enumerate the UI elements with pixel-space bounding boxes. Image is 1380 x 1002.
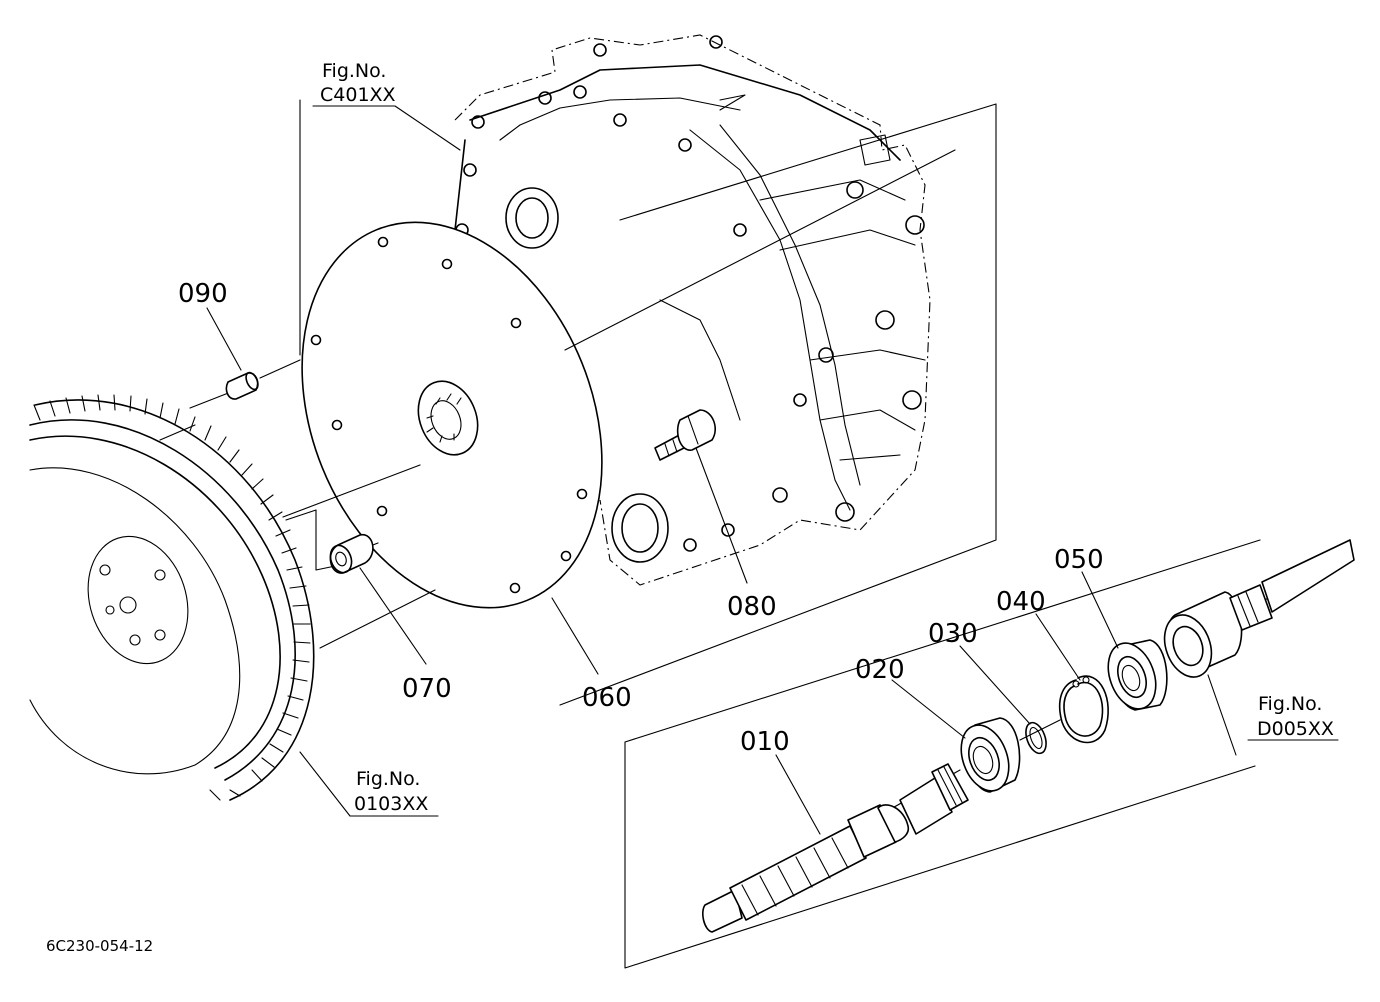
fig-ref-0103xx-label: Fig.No. <box>356 768 420 790</box>
fig-ref-0103xx[interactable]: Fig.No. 0103XX <box>354 768 428 815</box>
shaft-010 <box>702 763 969 933</box>
part-label-050[interactable]: 050 <box>1054 545 1104 575</box>
bearing-020 <box>960 717 1021 793</box>
drive-plate-060 <box>301 221 603 609</box>
fig-ref-c401xx-code: C401XX <box>320 84 396 106</box>
bolt-080 <box>654 409 716 461</box>
transmission-housing <box>454 34 931 586</box>
snap-ring-030 <box>1025 721 1047 755</box>
pin-090 <box>225 371 259 400</box>
part-label-010[interactable]: 010 <box>740 727 790 757</box>
part-label-040[interactable]: 040 <box>996 587 1046 617</box>
drawing-code: 6C230-054-12 <box>46 937 153 955</box>
part-label-060[interactable]: 060 <box>582 683 632 713</box>
fig-ref-d005xx-label: Fig.No. <box>1258 693 1322 715</box>
fig-ref-d005xx-code: D005XX <box>1257 718 1334 740</box>
part-label-070[interactable]: 070 <box>402 674 452 704</box>
flywheel-ring-gear <box>29 394 315 801</box>
circlip-040 <box>1058 675 1109 744</box>
coupling-d005 <box>1163 539 1355 678</box>
part-label-030[interactable]: 030 <box>928 619 978 649</box>
fig-ref-c401xx-label: Fig.No. <box>322 60 386 82</box>
part-label-090[interactable]: 090 <box>178 279 228 309</box>
leader-lines <box>206 105 1339 835</box>
part-label-080[interactable]: 080 <box>727 592 777 622</box>
assembly-plane-lower <box>624 539 1261 969</box>
fig-ref-c401xx[interactable]: Fig.No. C401XX <box>320 60 396 106</box>
assembly-plane-upper <box>299 99 997 706</box>
bushing-070 <box>329 534 374 574</box>
fig-ref-d005xx[interactable]: Fig.No. D005XX <box>1257 693 1334 740</box>
fig-ref-0103xx-code: 0103XX <box>354 793 428 815</box>
part-label-020[interactable]: 020 <box>855 655 905 685</box>
bearing-050 <box>1107 639 1168 711</box>
